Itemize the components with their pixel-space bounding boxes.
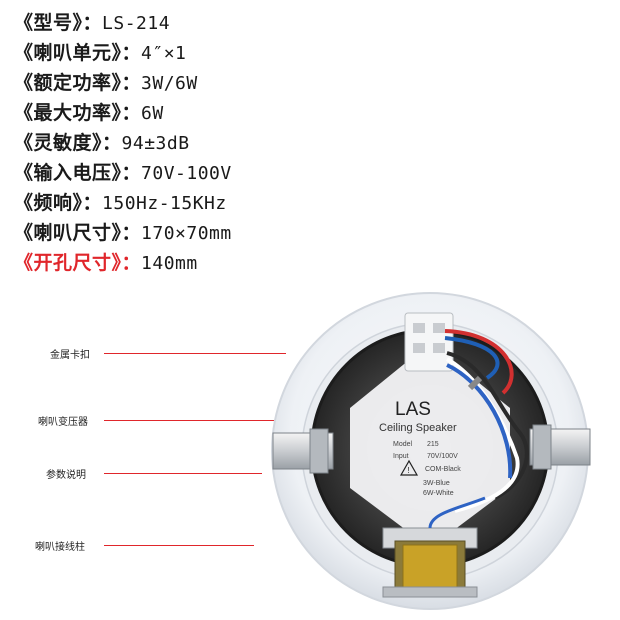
label-input-value: 70V/100V xyxy=(427,453,458,460)
spec-sensitivity: 《灵敏度》：94±3dB xyxy=(14,132,190,154)
leader-line-metal-clip xyxy=(104,353,286,354)
label-model-value: 215 xyxy=(427,441,439,448)
spec-model: 《型号》：LS-214 xyxy=(14,12,171,34)
spec-max-power: 《最大功率》：6W xyxy=(14,102,164,124)
label-subtitle: Ceiling Speaker xyxy=(379,422,457,434)
transformer xyxy=(382,496,486,598)
label-wire-com: COM-Black xyxy=(425,466,461,473)
ceiling-speaker-illustration: LAS Ceiling Speaker Model 215 Input 70V/… xyxy=(271,292,591,610)
leader-line-parameters xyxy=(104,473,262,474)
parameter-label: LAS Ceiling Speaker Model 215 Input 70V/… xyxy=(379,399,461,497)
spec-list: 《型号》：LS-214 《喇叭单元》：4″×1 《额定功率》：3W/6W 《最大… xyxy=(14,8,232,278)
callout-transformer: 喇叭变压器 xyxy=(38,417,88,428)
leader-line-transformer xyxy=(104,420,274,421)
wire-black xyxy=(446,351,529,500)
label-input-key: Input xyxy=(393,453,409,460)
speaker-basket xyxy=(350,343,510,548)
callout-terminal: 喇叭接线柱 xyxy=(35,542,85,553)
spec-cutout-size: 《开孔尺寸》：140mm xyxy=(14,252,198,274)
callout-metal-clip: 金属卡扣 xyxy=(50,350,90,361)
label-model-key: Model xyxy=(393,441,413,448)
spec-speaker-size: 《喇叭尺寸》：170×70mm xyxy=(14,222,232,244)
callout-parameters: 参数说明 xyxy=(46,470,86,481)
spec-rated-power: 《额定功率》：3W/6W xyxy=(14,72,198,94)
svg-text:!: ! xyxy=(408,466,410,475)
terminal-block xyxy=(404,312,454,372)
label-wire-6w: 6W-White xyxy=(423,490,454,497)
warning-icon xyxy=(399,459,419,476)
label-wire-3w: 3W-Blue xyxy=(423,480,450,487)
wire-blue xyxy=(444,336,500,380)
spec-input-voltage: 《输入电压》：70V-100V xyxy=(14,162,232,184)
leader-line-terminal xyxy=(104,545,254,546)
wire-red xyxy=(444,329,514,395)
spec-driver-unit: 《喇叭单元》：4″×1 xyxy=(14,42,187,64)
spec-frequency-response: 《频响》：150Hz-15KHz xyxy=(14,192,227,214)
label-brand: LAS xyxy=(395,399,431,420)
